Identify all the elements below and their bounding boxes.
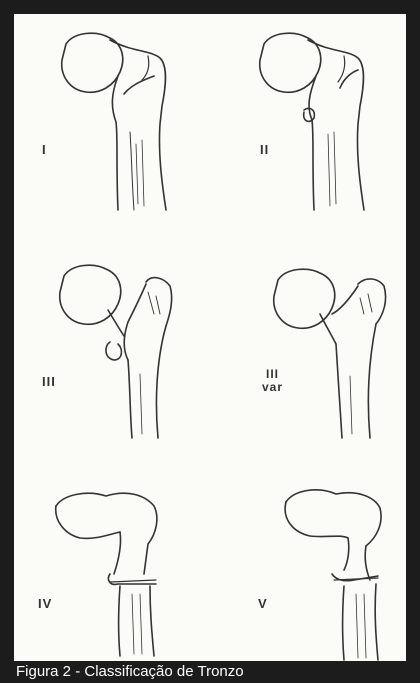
femur-type-i bbox=[62, 33, 166, 210]
femur-type-ii bbox=[260, 33, 364, 210]
caption-bar: Figura 2 - Classificação de Tronzo bbox=[0, 661, 420, 683]
femur-type-iii bbox=[60, 265, 172, 438]
femur-type-iv bbox=[56, 493, 157, 656]
type-label-1: I bbox=[42, 142, 47, 157]
type-label-5: V bbox=[258, 596, 268, 611]
type-label-4: IV bbox=[38, 596, 52, 611]
figure-caption: Figura 2 - Classificação de Tronzo bbox=[16, 662, 244, 682]
femur-type-iii-var bbox=[274, 269, 386, 438]
type-label-3: III bbox=[42, 374, 56, 389]
illustration-panel: I II III III var IV V bbox=[14, 14, 406, 661]
femur-drawings bbox=[14, 14, 406, 661]
type-label-3var: III var bbox=[262, 368, 283, 394]
type-label-3var-sub: var bbox=[262, 381, 283, 394]
type-label-2: II bbox=[260, 142, 269, 157]
femur-type-v bbox=[285, 490, 381, 660]
